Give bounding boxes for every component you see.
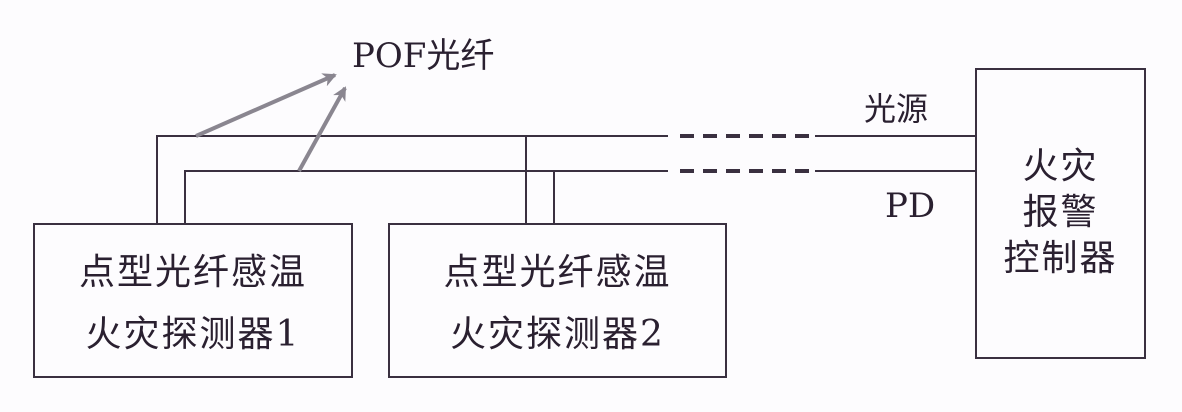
pd-fiber (184, 169, 976, 224)
pd-label: PD (885, 186, 936, 226)
pof-fiber-label: POF光纤 (352, 36, 495, 76)
detector-1-box: 点型光纤感温 火灾探测器1 (33, 223, 353, 378)
controller-line1: 火灾 (1022, 146, 1099, 187)
detector-1-line2: 火灾探测器1 (85, 314, 301, 355)
light-source-label: 光源 (864, 90, 929, 128)
controller-line3: 控制器 (1003, 238, 1118, 279)
detector-2-line2: 火灾探测器2 (450, 314, 665, 355)
detector-2-line1: 点型光纤感温 (443, 252, 672, 293)
pof-arrows (195, 73, 347, 172)
light-source-fiber (156, 134, 976, 224)
controller-line2: 报警 (1022, 192, 1099, 233)
fire-alarm-controller-box: 火灾 报警 控制器 (975, 68, 1146, 359)
detector-1-line1: 点型光纤感温 (78, 252, 307, 293)
detector-2-box: 点型光纤感温 火灾探测器2 (388, 223, 727, 378)
